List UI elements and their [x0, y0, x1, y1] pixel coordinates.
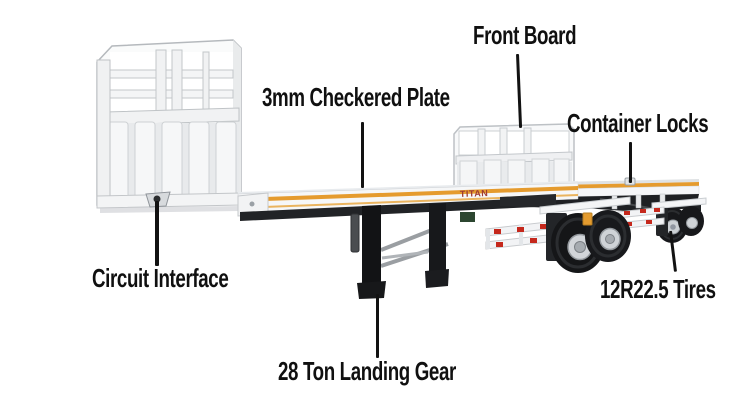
- landing-gear-arrow: [376, 294, 379, 358]
- container-locks-arrow: [629, 142, 632, 183]
- near-trailer-deck: TITAN: [237, 181, 579, 217]
- near-trailer-wheels: [539, 196, 631, 273]
- circuit-interface-connector: [145, 191, 171, 208]
- landing-gear-label: 28 Ton Landing Gear: [278, 356, 456, 386]
- near-side-guard: [485, 220, 557, 250]
- checkered-plate-arrow: [361, 122, 364, 188]
- near-trailer-undercarriage: [240, 194, 556, 222]
- container-locks-label: Container Locks: [567, 108, 709, 138]
- front-board-label: Front Board: [473, 20, 577, 50]
- checkered-plate-label: 3mm Checkered Plate: [262, 82, 450, 112]
- landing-gear-graphic: [350, 203, 449, 299]
- near-trailer-front-board: [96, 39, 242, 213]
- circuit-interface-label: Circuit Interface: [92, 263, 229, 293]
- brand-logo: TITAN: [460, 188, 489, 199]
- reflector-badge: [582, 212, 593, 226]
- far-side-guard: [617, 206, 665, 230]
- tires-label: 12R22.5 Tires: [600, 274, 716, 304]
- far-trailer-wheels: [617, 197, 707, 243]
- circuit-interface-arrow: [155, 201, 159, 266]
